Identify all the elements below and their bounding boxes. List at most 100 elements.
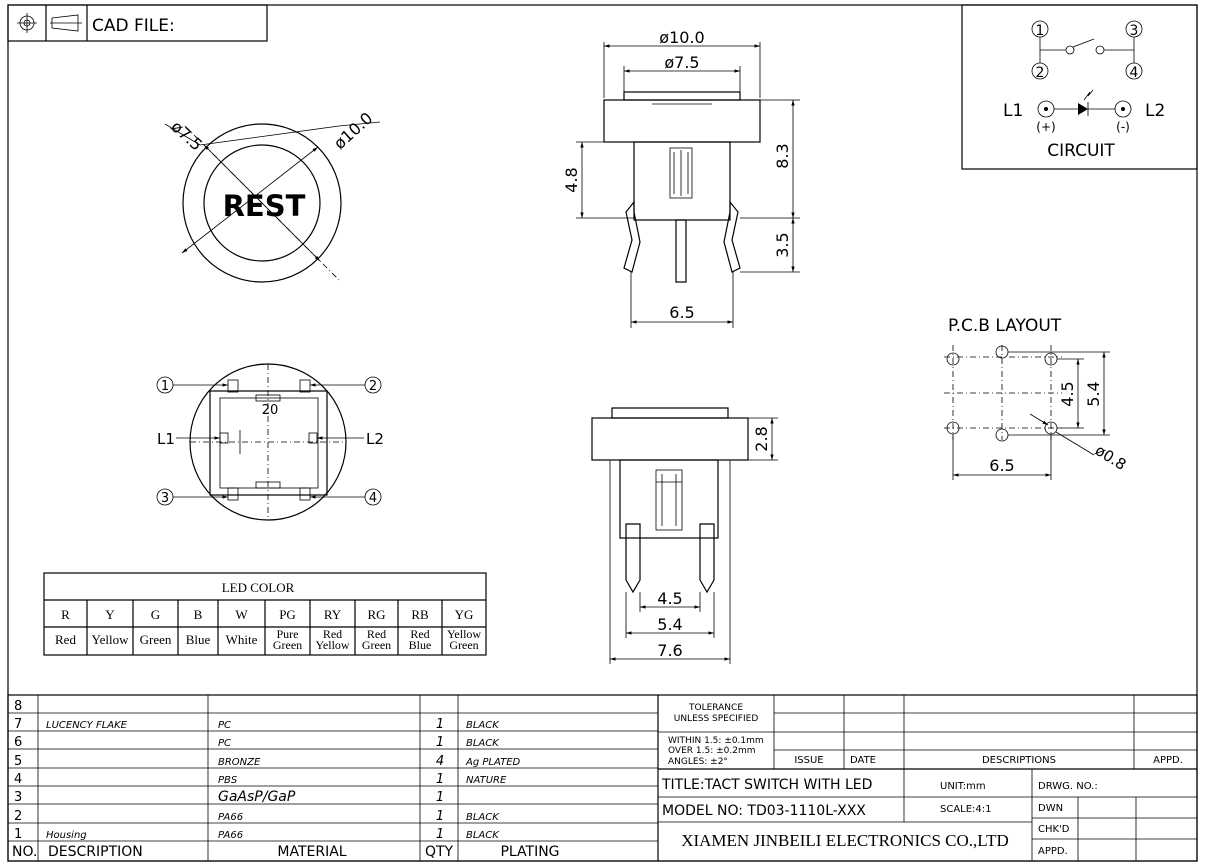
led-name-cell: Red	[55, 632, 76, 647]
body-height-label: 4.8	[562, 167, 581, 192]
bottom-center-label: 20	[262, 403, 279, 418]
circuit-l2-label: L2	[1145, 101, 1165, 121]
pin-spacing-label: 6.5	[669, 303, 694, 322]
top-inner-diameter-label: ø7.5	[167, 117, 206, 155]
pin-length-label: 3.5	[773, 232, 792, 257]
tolerance-line1: TOLERANCE	[688, 703, 743, 713]
led-name-cell: Red	[367, 627, 386, 641]
bom-description-cell: LUCENCY FLAKE	[46, 720, 128, 731]
circuit-pin2: 2	[1036, 65, 1045, 81]
bom-material-cell: PA66	[218, 830, 243, 841]
bom-qty-cell: 1	[436, 809, 444, 824]
bom-material-cell: PC	[218, 738, 231, 749]
bom-title-block: TOLERANCE UNLESS SPECIFIED WITHIN 1.5: ±…	[7, 694, 1198, 862]
circuit-plus: (+)	[1036, 120, 1055, 134]
bom-no-cell: 4	[14, 772, 22, 787]
led-name-cell: Blue	[409, 638, 432, 652]
bom-plating-cell: BLACK	[466, 812, 500, 823]
projection-symbol-icon	[17, 13, 82, 33]
tolerance-line2: UNLESS SPECIFIED	[674, 714, 759, 724]
bottom-pin1: 1	[161, 379, 169, 394]
led-name-cell: Red	[410, 627, 429, 641]
led-code-cell: B	[194, 607, 203, 622]
side-view: 2.8 4.5 5.4 7.6	[591, 407, 778, 664]
chkd-label: CHK'D	[1038, 824, 1070, 835]
issue-header: ISSUE	[794, 755, 823, 766]
circuit-pin4: 4	[1130, 65, 1139, 81]
led-name-cell: Green	[362, 638, 391, 652]
led-name-cell: Blue	[186, 632, 211, 647]
descriptions-header: DESCRIPTIONS	[982, 755, 1056, 766]
led-name-cell: White	[226, 632, 258, 647]
bom-no-cell: 6	[14, 735, 22, 750]
bom-material-cell: GaAsP/GaP	[218, 789, 296, 805]
bom-material-cell: PA66	[218, 812, 243, 823]
led-name-cell: Green	[273, 638, 302, 652]
bom-header-description: DESCRIPTION	[48, 844, 143, 860]
total-height-label: 8.3	[773, 143, 792, 168]
pcb-dim-45-label: 4.5	[1058, 381, 1077, 406]
front-cap-diameter-label: ø7.5	[664, 53, 699, 72]
led-code-cell: R	[61, 607, 70, 622]
side-dim-mid-label: 5.4	[657, 615, 682, 634]
pcb-dim-54-label: 5.4	[1084, 381, 1103, 406]
led-code-cell: YG	[455, 607, 474, 622]
bottom-pin2: 2	[369, 379, 377, 394]
drawing-number-label: DRWG. NO.:	[1038, 781, 1098, 792]
cad-file-label: CAD FILE:	[92, 16, 175, 36]
bom-header-material: MATERIAL	[277, 844, 346, 860]
dwn-label: DWN	[1038, 803, 1063, 814]
bom-qty-cell: 1	[436, 790, 444, 805]
front-view: ø10.0 ø7.5 8.3 3.5 4.8 6.5	[562, 28, 800, 328]
led-code-cell: G	[151, 607, 160, 622]
bom-plating-cell: Ag PLATED	[465, 757, 521, 768]
bom-description-cell: Housing	[46, 830, 87, 841]
led-color-title: LED COLOR	[222, 580, 295, 595]
led-name-cell: Pure	[277, 627, 299, 641]
pcb-hole-diameter-label: ø0.8	[1092, 441, 1130, 474]
front-outer-diameter-label: ø10.0	[659, 28, 704, 47]
bom-no-cell: 2	[14, 809, 22, 824]
led-code-cell: RY	[324, 607, 342, 622]
bom-no-cell: 1	[14, 827, 22, 842]
led-code-cell: W	[235, 607, 248, 622]
date-header: DATE	[850, 755, 876, 766]
top-outer-diameter-label: ø10.0	[330, 108, 376, 153]
pcb-layout: P.C.B LAYOUT 4.5 5.4 6.5 ø0.8	[944, 316, 1129, 480]
bom-plating-cell: BLACK	[466, 720, 500, 731]
drawing-title: TITLE:TACT SWITCH WITH LED	[661, 777, 872, 793]
bottom-l2-label: L2	[366, 430, 384, 448]
bom-no-cell: 7	[14, 717, 22, 732]
bom-qty-cell: 1	[436, 827, 444, 842]
led-name-cell: Red	[323, 627, 342, 641]
tolerance-angles: ANGLES: ±2°	[668, 757, 728, 767]
appd-label: APPD.	[1038, 846, 1068, 857]
led-code-cell: Y	[105, 607, 115, 622]
led-name-cell: Green	[140, 632, 172, 647]
circuit-l1-label: L1	[1003, 101, 1023, 121]
bottom-pin4: 4	[369, 491, 377, 506]
bom-plating-cell: BLACK	[466, 830, 500, 841]
model-number: MODEL NO: TD03-1110L-XXX	[662, 803, 866, 819]
bom-material-cell: PC	[218, 720, 231, 731]
bom-header-qty: QTY	[425, 844, 454, 860]
led-code-cell: RB	[411, 607, 429, 622]
bottom-pin3: 3	[161, 491, 169, 506]
pcb-layout-title: P.C.B LAYOUT	[948, 316, 1062, 336]
top-view: ø7.5 ø10.0 REST	[164, 108, 381, 283]
side-dim-outer-label: 7.6	[657, 641, 682, 660]
appd-column-header: APPD.	[1153, 755, 1183, 766]
bom-qty-cell: 1	[436, 772, 444, 787]
bom-no-cell: 5	[14, 754, 22, 769]
company-name: XIAMEN JINBEILI ELECTRONICS CO.,LTD	[681, 831, 1009, 850]
bom-plating-cell: BLACK	[466, 738, 500, 749]
bom-no-cell: 3	[14, 790, 22, 805]
bottom-view: 20 1 2 3 4 L1 L2	[156, 363, 384, 521]
led-code-cell: PG	[279, 607, 296, 622]
cap-height-label: 2.8	[752, 426, 771, 451]
side-dim-inner-label: 4.5	[657, 589, 682, 608]
bom-material-cell: PBS	[218, 775, 238, 786]
cap-legend-text: REST	[223, 189, 306, 223]
bom-header-plating: PLATING	[500, 844, 559, 860]
